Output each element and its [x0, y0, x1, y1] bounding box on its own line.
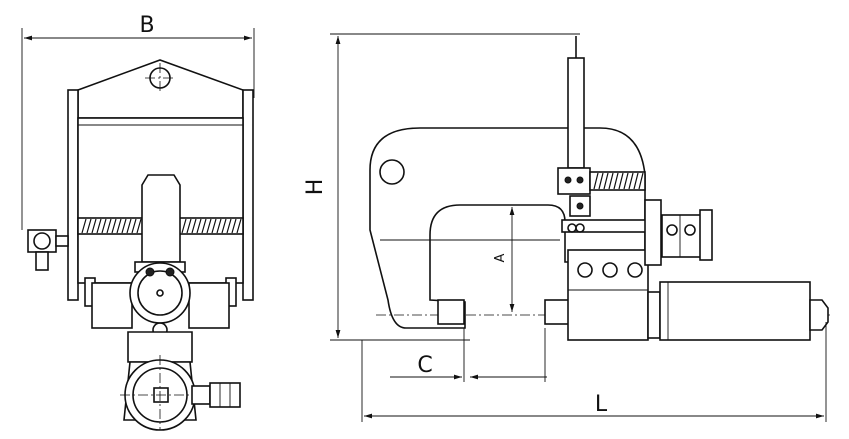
thread-line — [91, 218, 97, 234]
thread-line — [633, 172, 639, 190]
thread-line — [106, 218, 112, 234]
thread-line — [131, 218, 137, 234]
lower-cylinder — [120, 331, 241, 431]
thread-line — [598, 172, 604, 190]
dimension-c-label: C — [417, 353, 432, 378]
thread-line — [226, 218, 232, 234]
thread-line — [201, 218, 207, 234]
thread-line — [231, 218, 237, 234]
clamp-arm — [561, 199, 713, 266]
thread-line — [618, 172, 624, 190]
thread-line — [111, 218, 117, 234]
thread-line — [126, 218, 132, 234]
thread-line — [81, 218, 87, 234]
side-view: H — [303, 33, 830, 422]
front-view: B — [21, 13, 255, 431]
thread-line — [96, 218, 102, 234]
thread-line — [593, 172, 599, 190]
thread-line — [628, 172, 634, 190]
dimension-l: L — [361, 322, 827, 422]
dimension-h-label: H — [303, 179, 328, 196]
dimension-h: H — [303, 33, 580, 341]
thread-line — [181, 218, 187, 234]
thread-line — [191, 218, 197, 234]
thread-line — [623, 172, 629, 190]
thread-line — [603, 172, 609, 190]
thread-line — [101, 218, 107, 234]
thread-line — [196, 218, 202, 234]
thread-line — [216, 218, 222, 234]
side-valve — [27, 229, 69, 271]
thread-line — [638, 172, 644, 190]
dimension-b-label: B — [139, 13, 154, 38]
lifting-bracket — [77, 59, 244, 119]
dimension-l-label: L — [595, 392, 608, 417]
dimension-b: B — [21, 13, 255, 230]
hydraulic-cylinder-side — [647, 281, 829, 341]
dimension-c: C — [390, 328, 547, 382]
thread-line — [613, 172, 619, 190]
die-tips — [437, 299, 570, 325]
thread-line — [116, 218, 122, 234]
dimension-a-label: A — [493, 253, 508, 262]
thread-line — [211, 218, 217, 234]
thread-line — [221, 218, 227, 234]
thread-line — [121, 218, 127, 234]
thread-line — [136, 218, 142, 234]
ram-block — [134, 174, 186, 273]
thread-line — [86, 218, 92, 234]
hydraulic-cylinder-front — [84, 262, 237, 338]
thread-line — [608, 172, 614, 190]
thread-line — [186, 218, 192, 234]
cylinder-block — [567, 249, 649, 341]
adjust-screw — [557, 36, 646, 217]
dimension-a: A — [493, 207, 515, 312]
thread-line — [206, 218, 212, 234]
thread-line — [236, 218, 242, 234]
